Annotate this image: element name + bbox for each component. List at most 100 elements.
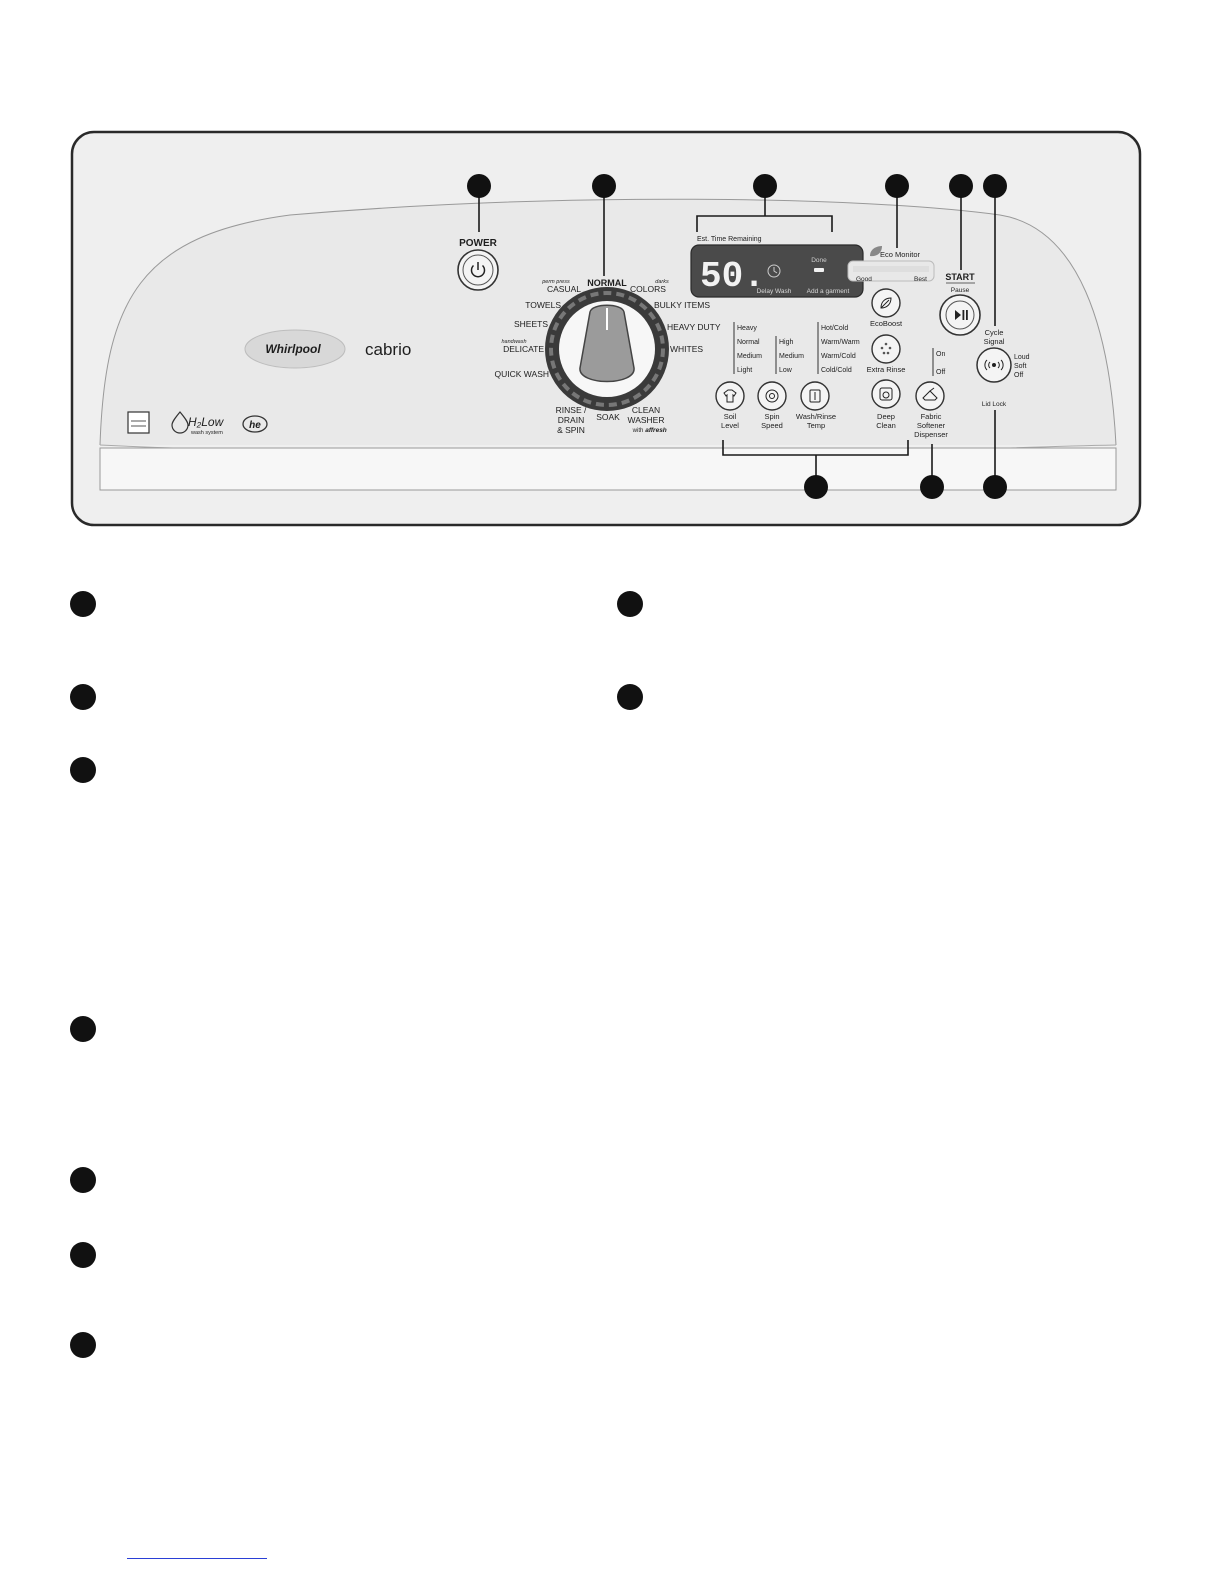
- cycle-sheets: SHEETS: [514, 319, 548, 329]
- eco-monitor-bar: [847, 260, 935, 282]
- deep-clean-icon: [879, 387, 893, 401]
- start-label: START: [945, 272, 975, 282]
- extra-rinse-button[interactable]: [871, 334, 901, 364]
- fabric-softener-label-3: Dispenser: [914, 430, 948, 439]
- fabric-softener-label-1: Fabric: [921, 412, 942, 421]
- callout-dot-options: [804, 475, 828, 499]
- affresh-logo: affresh: [645, 427, 667, 434]
- soil-level-label-1: Soil: [724, 412, 737, 421]
- cycle-normal: NORMAL: [587, 278, 627, 288]
- fabric-softener-button[interactable]: [915, 381, 945, 411]
- ecoboost-label: EcoBoost: [870, 319, 903, 328]
- extra-rinse-off: Off: [936, 369, 945, 376]
- cycle-casual: CASUAL: [547, 284, 581, 294]
- water-drops-icon: [880, 342, 892, 355]
- pause-label: Pause: [951, 287, 970, 294]
- whirlpool-logo: Whirlpool: [244, 329, 346, 369]
- softener-dispenser-icon: [922, 387, 938, 401]
- callout-dot-cycle-signal: [983, 174, 1007, 198]
- cycle-quick-wash: QUICK WASH: [495, 369, 549, 379]
- callout-dot-eco-monitor: [885, 174, 909, 198]
- eco-monitor-label: Eco Monitor: [880, 250, 921, 259]
- legend-dot-8: [617, 591, 643, 617]
- spin-medium: Medium: [779, 353, 804, 360]
- cycle-signal-label-2: Signal: [984, 337, 1005, 346]
- spin-speed-label-1: Spin: [764, 412, 779, 421]
- cycle-dial[interactable]: [545, 287, 669, 411]
- temp-warm-warm: Warm/Warm: [821, 339, 860, 346]
- callout-dot-start: [949, 174, 973, 198]
- cycle-delicate: DELICATE: [503, 344, 544, 354]
- cycle-towels: TOWELS: [525, 300, 561, 310]
- add-garment-label: Add a garment: [807, 288, 850, 295]
- temp-warm-cold: Warm/Cold: [821, 353, 856, 360]
- legend-dot-7: [70, 1332, 96, 1358]
- cycle-signal-label-1: Cycle: [985, 328, 1004, 337]
- shirt-icon: [723, 389, 737, 403]
- spin-speed-button[interactable]: [757, 381, 787, 411]
- thermometer-icon: [809, 389, 821, 403]
- callout-dot-power: [467, 174, 491, 198]
- cycle-clean-washer-with: with: [632, 428, 644, 434]
- fabric-softener-label-2: Softener: [917, 421, 946, 430]
- eco-good-label: Good: [856, 276, 872, 283]
- temp-hot-cold: Hot/Cold: [821, 325, 848, 332]
- signal-off: Off: [1014, 372, 1023, 379]
- power-icon: [470, 262, 486, 278]
- cycle-dial-knob[interactable]: [579, 304, 635, 383]
- cycle-colors: COLORS: [630, 284, 666, 294]
- cycle-colors-note: darks: [655, 279, 669, 285]
- signal-soft: Soft: [1014, 363, 1027, 370]
- start-pause-button[interactable]: [939, 294, 981, 336]
- soil-heavy: Heavy: [737, 325, 757, 332]
- cycle-clean-washer-1: CLEAN: [632, 405, 660, 415]
- legend-dot-5: [70, 1167, 96, 1193]
- lower-strip: [99, 447, 1117, 491]
- extra-rinse-label: Extra Rinse: [867, 365, 906, 374]
- soil-level-label-2: Level: [721, 421, 739, 430]
- leaf-icon: [870, 246, 882, 257]
- deep-clean-button[interactable]: [871, 379, 901, 409]
- power-button[interactable]: [457, 249, 499, 291]
- ecoboost-leaf-icon: [880, 297, 892, 309]
- cycle-signal-button[interactable]: [976, 347, 1012, 383]
- clock-icon: [767, 264, 781, 278]
- cycle-rinse-drain-spin-1: RINSE /: [556, 405, 587, 415]
- h2low-badge: H₂Low wash system: [171, 411, 225, 436]
- eco-best-label: Best: [914, 276, 927, 283]
- legend-dot-4: [70, 1016, 96, 1042]
- done-label: Done: [811, 257, 827, 264]
- cycle-rinse-drain-spin-3: & SPIN: [557, 425, 585, 435]
- he-badge: he: [242, 415, 268, 433]
- svg-text:he: he: [249, 420, 261, 431]
- deep-clean-label-1: Deep: [877, 412, 895, 421]
- time-display: 50. Done Delay Wash Add a garment: [690, 244, 864, 298]
- svg-text:H₂Low: H₂Low: [188, 415, 225, 429]
- callout-lines: [478, 186, 996, 486]
- cycle-heavy-duty: HEAVY DUTY: [667, 322, 721, 332]
- cycle-casual-note: perm press: [541, 279, 570, 285]
- lid-lock-label: Lid Lock: [982, 401, 1007, 408]
- time-display-digits: 50.: [700, 256, 765, 297]
- spin-low: Low: [779, 367, 793, 374]
- footer-link-underline[interactable]: [127, 1558, 267, 1559]
- callout-dot-softener: [920, 475, 944, 499]
- done-indicator: [814, 268, 824, 272]
- wash-rinse-temp-button[interactable]: [800, 381, 830, 411]
- spin-speed-label-2: Speed: [761, 421, 783, 430]
- delay-wash-label: Delay Wash: [757, 288, 792, 295]
- soil-medium: Medium: [737, 353, 762, 360]
- soil-normal: Normal: [737, 339, 760, 346]
- sound-waves-icon: [984, 359, 1004, 371]
- soil-level-button[interactable]: [715, 381, 745, 411]
- legend-dot-6: [70, 1242, 96, 1268]
- legend-dot-9: [617, 684, 643, 710]
- cabrio-logo: cabrio: [365, 340, 411, 359]
- callout-dot-dial: [592, 174, 616, 198]
- deep-clean-label-2: Clean: [876, 421, 896, 430]
- cycle-soak: SOAK: [596, 412, 620, 422]
- est-time-label: Est. Time Remaining: [697, 236, 762, 243]
- ecoboost-button[interactable]: [871, 288, 901, 318]
- power-label: POWER: [459, 238, 498, 249]
